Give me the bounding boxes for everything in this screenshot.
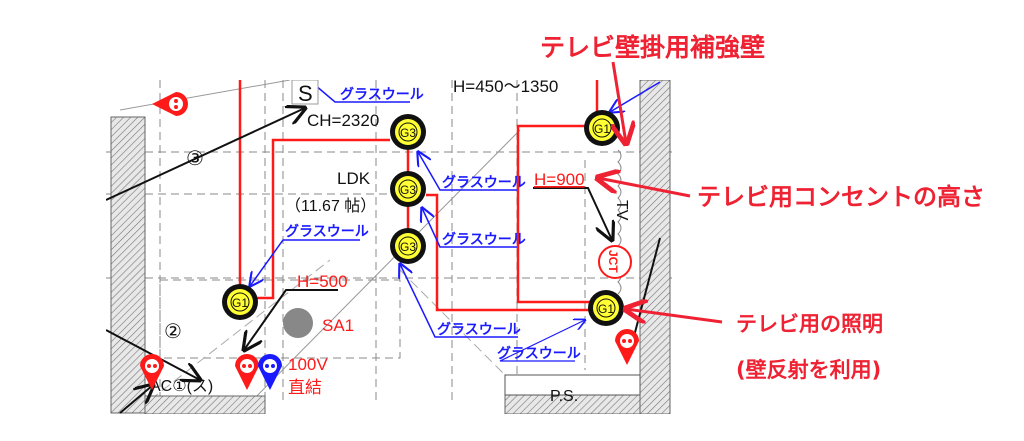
sa1-label: SA1 bbox=[322, 316, 354, 335]
height-range-label: H=450〜1350 bbox=[453, 77, 558, 96]
glass-wool-label: グラスウール bbox=[497, 345, 581, 361]
circle-2-label: ② bbox=[164, 321, 182, 343]
room-size-label: （11.67 帖） bbox=[285, 197, 376, 215]
right-wall bbox=[639, 80, 671, 414]
glass-wool-label: グラスウール bbox=[442, 231, 526, 247]
h500-label: H=500 bbox=[297, 272, 348, 291]
h900-label: H=900 bbox=[534, 170, 585, 189]
svg-text:G3: G3 bbox=[400, 240, 416, 254]
glass-wool-label: グラスウール bbox=[442, 174, 526, 190]
jct-label: JCT bbox=[606, 250, 620, 273]
light-g3-icon: G3 bbox=[390, 228, 426, 264]
light-g1-icon: G1 bbox=[588, 290, 624, 326]
glass-wool-label: グラスウール bbox=[437, 321, 521, 337]
sensor-symbol bbox=[283, 308, 313, 338]
s-box bbox=[291, 80, 319, 105]
light-g1-icon: G1 bbox=[222, 284, 258, 320]
wall-reflection-annotation: (壁反射を利用) bbox=[736, 358, 881, 382]
light-g1-icon: G1 bbox=[584, 110, 620, 146]
direct-connection-label: 直結 bbox=[288, 378, 322, 397]
direct-outlet-icon bbox=[258, 354, 282, 390]
svg-text:G3: G3 bbox=[400, 183, 416, 197]
left-wall bbox=[110, 116, 146, 414]
junction-box-symbol bbox=[598, 245, 632, 279]
light-g3-icon: G3 bbox=[390, 171, 426, 207]
outlet-icon bbox=[615, 329, 639, 365]
svg-text:G1: G1 bbox=[594, 122, 610, 136]
svg-text:G1: G1 bbox=[232, 296, 248, 310]
outlet-height-annotation: テレビ用コンセントの高さ bbox=[697, 183, 985, 211]
reinforced-wall-annotation: テレビ壁掛用補強壁 bbox=[540, 33, 765, 62]
s-label: S bbox=[298, 81, 313, 106]
ac-label: AC①(ス) bbox=[150, 378, 213, 395]
100v-label: 100V bbox=[288, 355, 328, 374]
ps-box bbox=[504, 374, 641, 396]
tv-lighting-annotation: テレビ用の照明 bbox=[736, 312, 883, 336]
glass-wool-label: グラスウール bbox=[340, 86, 424, 102]
annotation-arrow bbox=[626, 309, 723, 322]
circle-3-label: ③ bbox=[186, 148, 204, 170]
room-name-label: LDK bbox=[337, 169, 371, 188]
ceiling-height-label: CH=2320 bbox=[307, 111, 379, 130]
drawing-area: S グラスウール CH=2320 H=450〜1350 LDK （11.67 帖… bbox=[106, 77, 672, 414]
outlet-icon bbox=[152, 92, 188, 116]
outlet-icon bbox=[235, 354, 259, 390]
ps-label: P.S. bbox=[550, 388, 578, 405]
glass-wool-label: グラスウール bbox=[285, 223, 369, 239]
wiring bbox=[238, 80, 599, 312]
annotation-arrow bbox=[598, 178, 691, 198]
tv-label: TV bbox=[613, 200, 630, 221]
svg-text:G1: G1 bbox=[598, 302, 614, 316]
light-g3-icon: G3 bbox=[390, 114, 426, 150]
bottom-wall-left bbox=[144, 395, 266, 414]
svg-text:G3: G3 bbox=[400, 126, 416, 140]
annotation-arrow bbox=[613, 61, 626, 143]
outlet-icon bbox=[140, 354, 164, 390]
